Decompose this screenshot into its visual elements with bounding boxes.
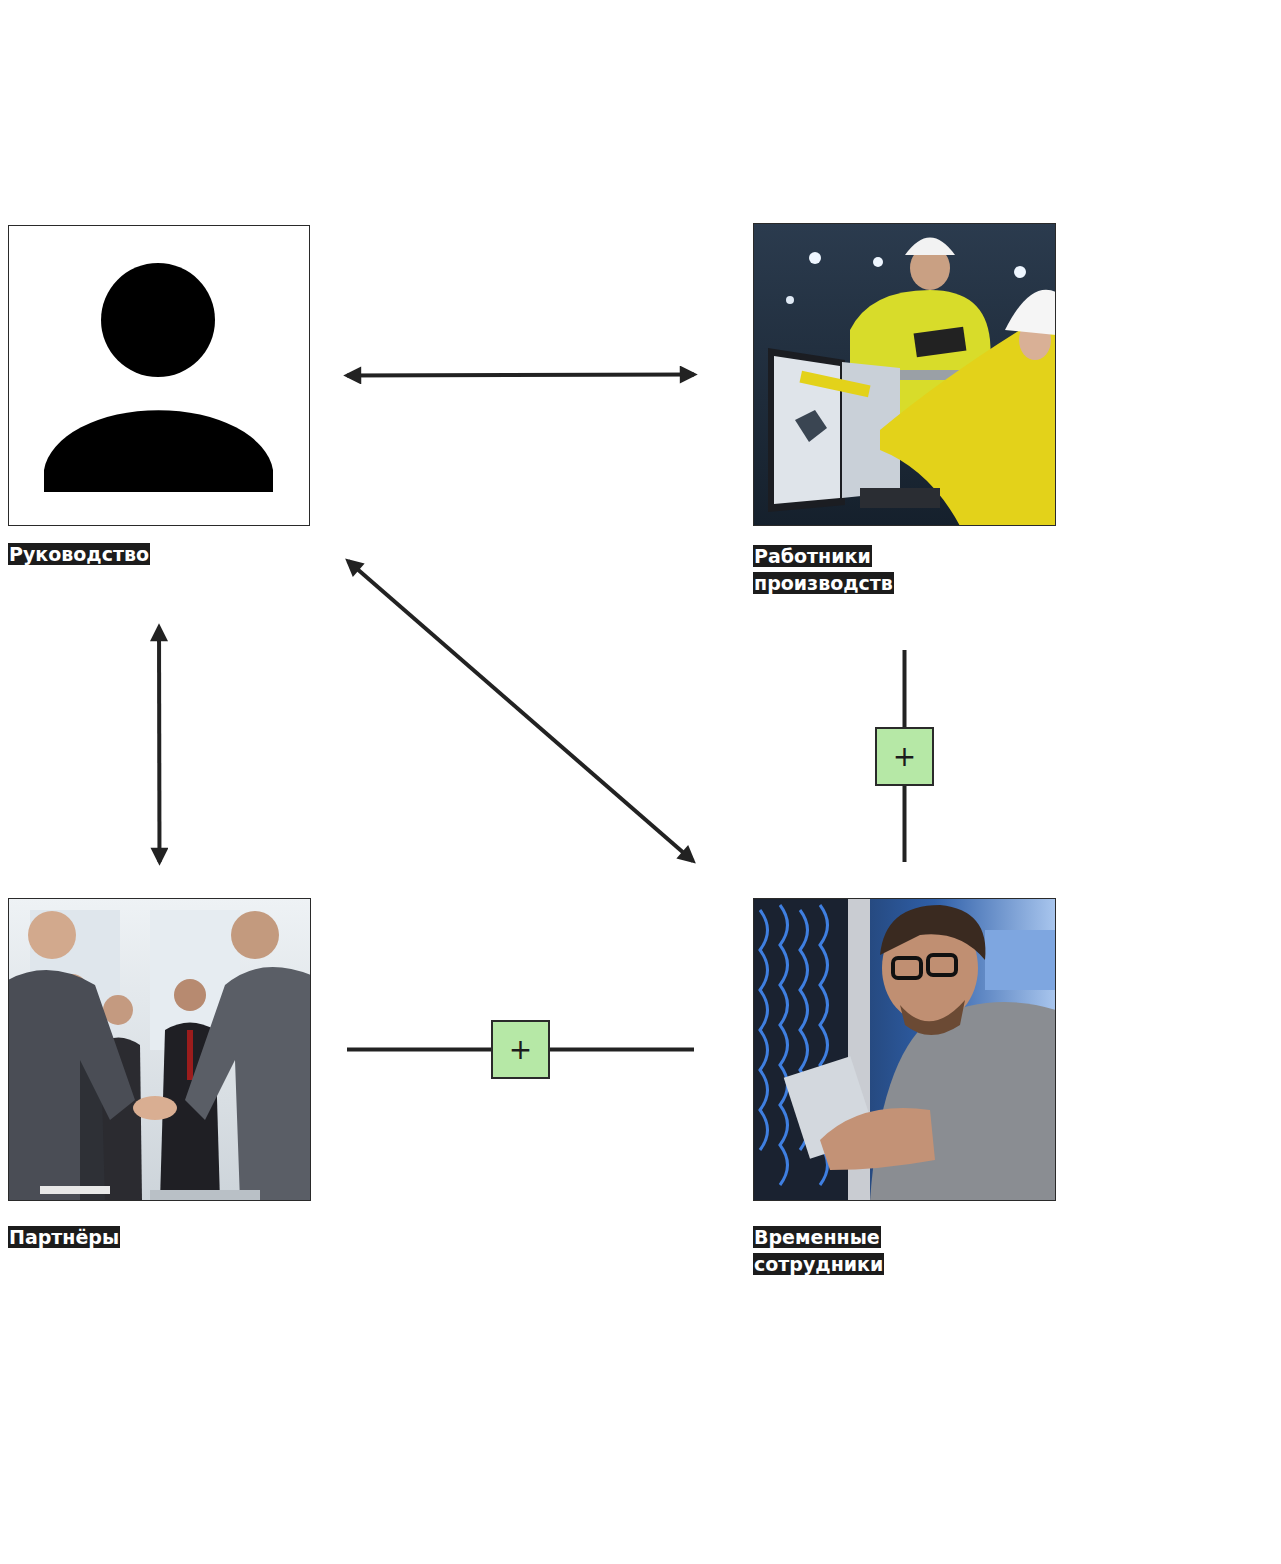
- person-shirt: [870, 1002, 1056, 1201]
- edge-label: +: [893, 740, 916, 773]
- worker-arm: [800, 371, 871, 397]
- image-box: Временные сотрудники: [753, 898, 1056, 1201]
- connector-arrow: [157, 627, 162, 862]
- glasses: [893, 958, 921, 978]
- glasses: [928, 955, 956, 975]
- node-label: Руководство: [8, 543, 150, 565]
- node-label-block: Партнёры: [8, 1224, 308, 1251]
- node-label-block: Временные сотрудники: [753, 1224, 923, 1278]
- tie: [187, 1030, 193, 1080]
- icon-head: [101, 263, 215, 377]
- person-head: [174, 979, 206, 1011]
- edge-label: +: [509, 1033, 532, 1066]
- person-head: [28, 911, 76, 959]
- hard-hat: [905, 238, 955, 256]
- person-icon: [8, 225, 310, 526]
- ceiling-light: [873, 257, 883, 267]
- tablet: [914, 327, 967, 358]
- factory-photo: [753, 223, 1056, 526]
- person-head: [231, 911, 279, 959]
- node-label-block: Руководство: [8, 541, 308, 568]
- ceiling-light: [786, 296, 794, 304]
- photo-background: [753, 223, 1056, 526]
- node-label: Временные сотрудники: [753, 1226, 884, 1275]
- person-suit: [185, 967, 311, 1201]
- server-room-photo: [753, 898, 1056, 1201]
- icon-background: [8, 225, 310, 526]
- node-label: Работники производств: [753, 545, 894, 594]
- partners-photo: [8, 898, 311, 1201]
- image-box: Руководство: [8, 225, 310, 526]
- connector-arrow: [347, 375, 694, 376]
- table: [150, 1190, 260, 1201]
- cad-model: [795, 410, 827, 442]
- node-label-block: Работники производств: [753, 543, 923, 597]
- image-box: Работники производств: [753, 223, 1056, 526]
- image-box: Партнёры: [8, 898, 311, 1201]
- edge-label-box: +: [491, 1020, 550, 1079]
- person-hair: [880, 905, 985, 960]
- server-lights: [985, 930, 1056, 990]
- person-head: [103, 995, 133, 1025]
- ceiling-light: [1014, 266, 1026, 278]
- table-paper: [40, 1186, 110, 1194]
- icon-body: [44, 410, 273, 492]
- hard-hat: [1005, 290, 1056, 335]
- handshake: [133, 1096, 177, 1120]
- person-suit: [8, 970, 135, 1201]
- photo-background: [753, 898, 1056, 1201]
- ceiling-light: [809, 252, 821, 264]
- node-label: Партнёры: [8, 1226, 120, 1248]
- photo-background: [8, 898, 311, 1201]
- person-hands: [820, 1108, 935, 1170]
- keyboard: [860, 488, 940, 508]
- person-beard: [900, 1000, 965, 1035]
- connector-arrow: [348, 561, 693, 861]
- edge-label-box: +: [875, 727, 934, 786]
